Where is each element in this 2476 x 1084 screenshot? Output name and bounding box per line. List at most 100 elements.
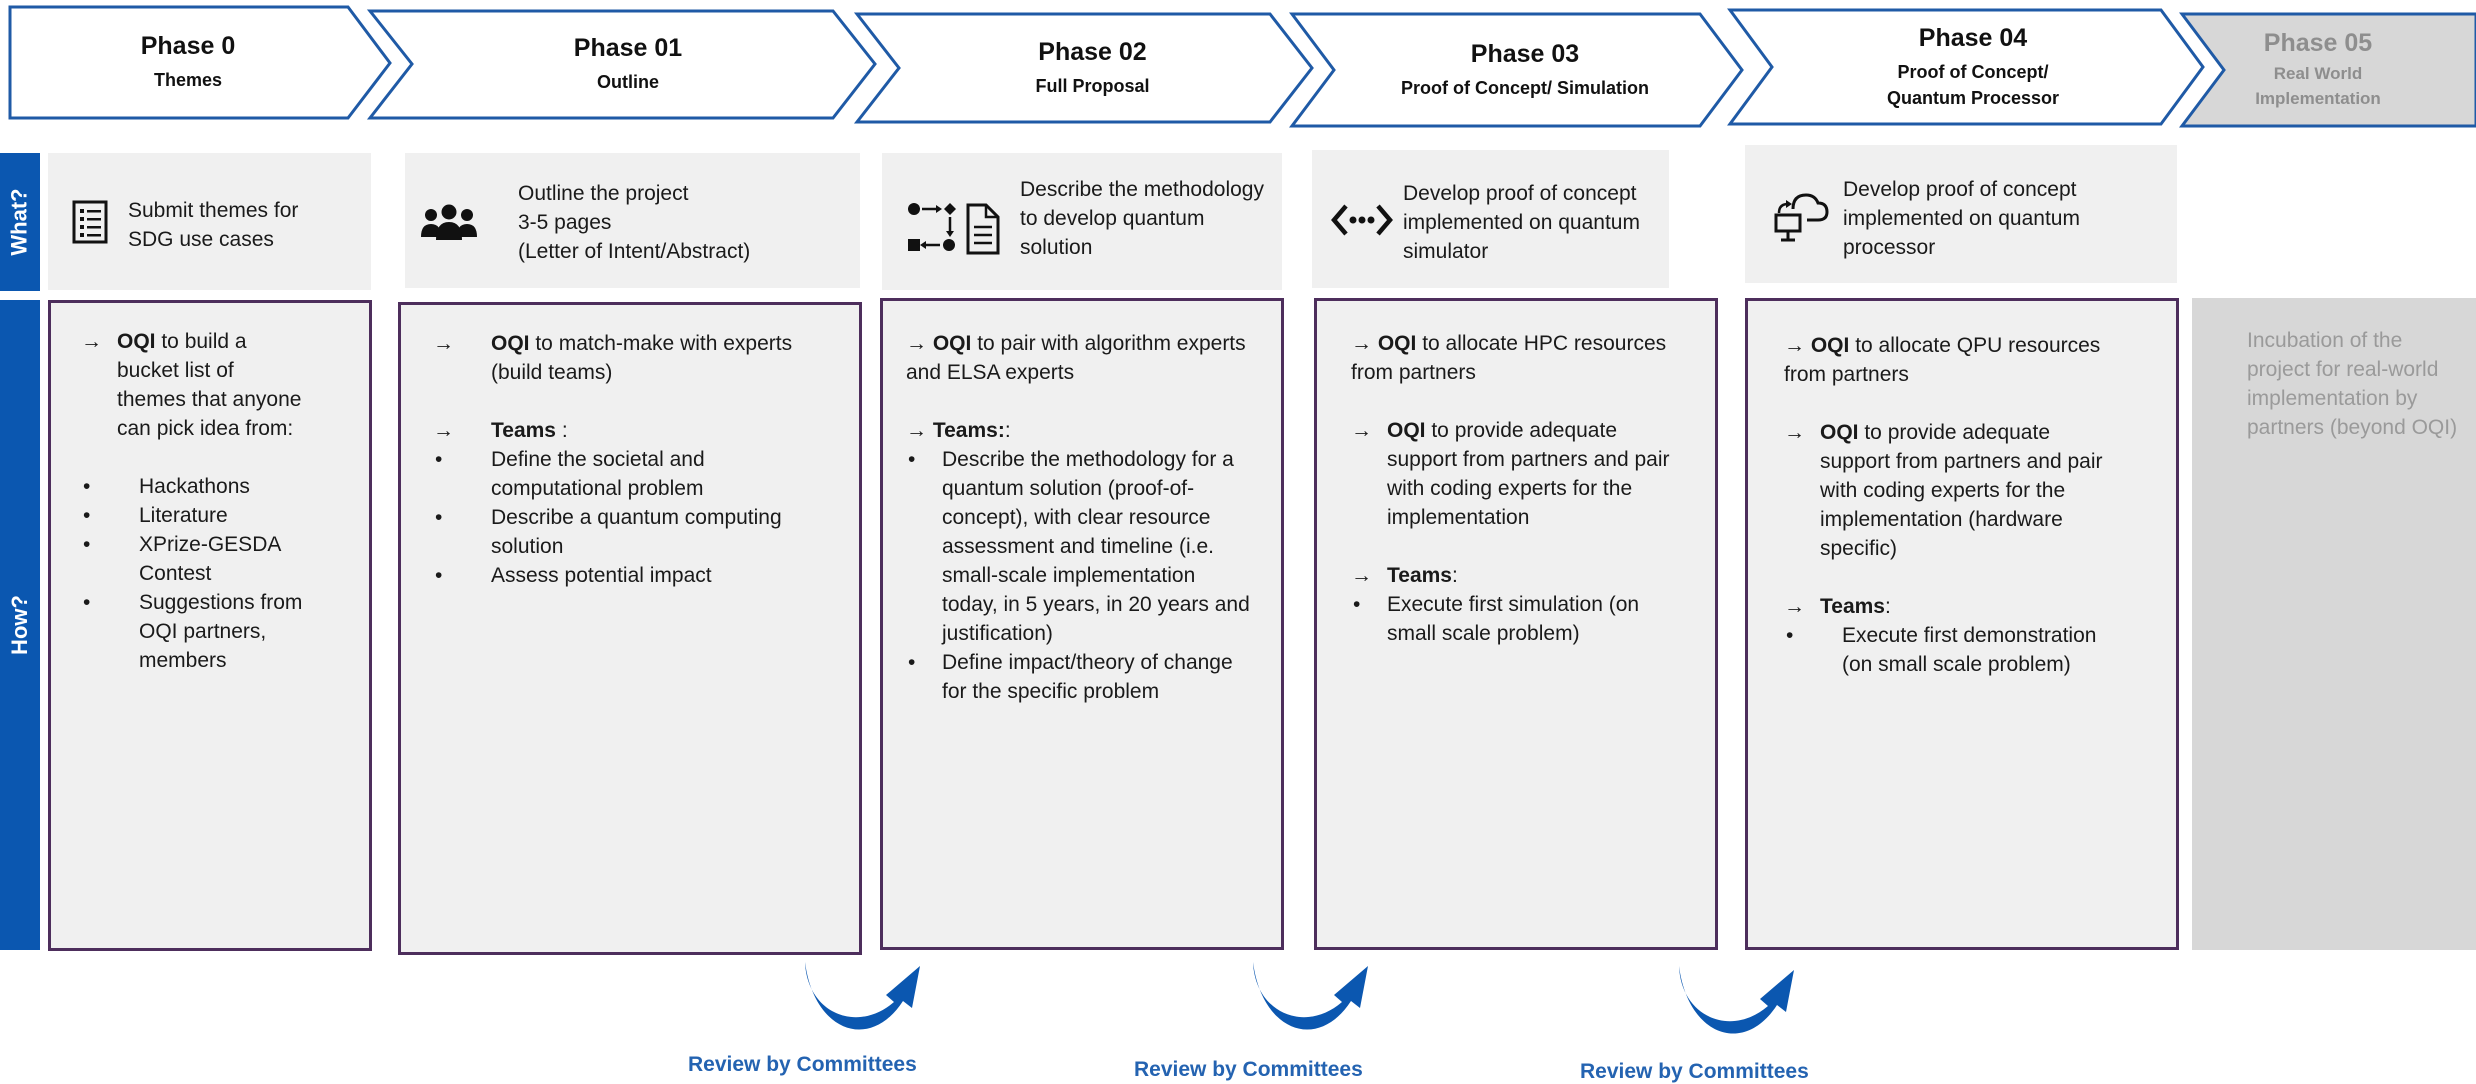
oqi-label: OQI [1387,419,1426,442]
bullet-icon: • [83,591,91,614]
phase-03-shape [1289,12,1744,128]
phase-01-subtitle: Outline [597,72,659,93]
list-item: •Define the societal and [433,445,858,474]
arrow-icon: → [906,419,927,442]
oqi-label: OQI [932,332,972,355]
p0-lead-line: →OQI to build a [81,327,371,356]
arrow-icon: → [1784,334,1805,357]
phase-03-title: Phase 03 [1470,39,1580,68]
bullet-icon: • [435,448,443,471]
phase-03-what-box: Develop proof of concept implemented on … [1312,150,1669,288]
teams-label: Teams [491,419,556,442]
people-group-icon [419,203,479,243]
phase-05-chevron: Phase 05 Real World Implementation [2179,12,2476,128]
bullet-icon: • [83,533,91,556]
phase-04-chevron: Phase 04 Proof of Concept/ Quantum Proce… [1727,8,2206,126]
phase-03-how-box: → OQI to allocate HPC resources from par… [1314,298,1718,950]
phase-0-how-box: →OQI to build a bucket list of themes th… [48,300,372,951]
what-label-text: What? [7,188,33,256]
p4-support-line: →OQI to provide adequate [1784,418,2179,447]
algorithm-document-icon [906,198,1006,258]
phase-0-title: Phase 0 [140,32,236,61]
phase-02-subtitle: Full Proposal [1035,75,1150,96]
p3-support-line: →OQI to provide adequate [1351,416,1719,445]
phase-02-what-box: Describe the methodology to develop quan… [882,153,1282,290]
arrow-icon: → [906,332,927,355]
how-label-text: How? [7,595,33,655]
p2-teams-line: → Teams:: [906,419,1011,442]
bullet-icon: • [908,651,916,674]
list-item: •Define impact/theory of change [906,648,1284,677]
bullet-icon: • [435,506,443,529]
arrow-icon: → [1784,595,1805,618]
phase-04-title: Phase 04 [1918,23,2028,52]
arrow-icon: → [81,330,102,353]
oqi-label: OQI [1810,334,1850,357]
p4-qpu-line: → OQI to allocate QPU resources [1784,334,2101,357]
phase-05-subtitle: Real World Implementation [2255,64,2381,108]
phase-02-shape [853,12,1314,124]
teams-label: Teams [1387,564,1452,587]
p4-teams-line: →Teams: [1784,592,2179,621]
arrow-icon: → [1351,419,1372,442]
phase-01-what-text: Outline the project 3-5 pages (Letter of… [518,182,751,263]
list-item: •Describe the methodology for a [906,445,1284,474]
phase-01-chevron: Phase 01 Outline [366,9,878,120]
list-item: •Execute first demonstration [1784,621,2179,650]
arrow-icon: → [433,419,454,442]
p3-hpc-line: → OQI to allocate HPC resources [1351,332,1667,355]
oqi-label: OQI [117,330,156,353]
phase-02-what-text: Describe the methodology to develop quan… [1020,178,1264,259]
phase-02-how-box: → OQI to pair with algorithm experts and… [880,298,1284,950]
phase-01-what-box: Outline the project 3-5 pages (Letter of… [405,153,860,288]
review-label: Review by Committees [1580,1060,1809,1083]
code-brackets-icon [1330,200,1394,240]
what-row-label: What? [0,153,40,291]
bullet-icon: • [83,475,91,498]
phase-03-chevron: Phase 03 Proof of Concept/ Simulation [1289,12,1745,128]
review-label: Review by Committees [688,1053,917,1076]
teams-label: Teams: [932,419,1005,442]
list-item: •XPrize-GESDA [81,530,371,559]
how-row-label: How? [0,300,40,950]
review-label: Review by Committees [1134,1058,1363,1081]
cloud-computer-icon [1773,187,1829,243]
phase-03-subtitle: Proof of Concept/ Simulation [1401,77,1649,98]
p1-teams-line: →Teams : [433,416,858,445]
phase-02-title: Phase 02 [1038,37,1147,66]
phase-04-what-box: Develop proof of concept implemented on … [1745,145,2177,283]
list-item: •Hackathons [81,472,371,501]
list-item: •Describe a quantum computing [433,503,858,532]
checklist-icon [68,198,112,246]
p3-teams-line: →Teams: [1351,561,1719,590]
phase-01-title: Phase 01 [573,34,683,63]
phase-0-shape [8,5,392,120]
phase-03-what-text: Develop proof of concept implemented on … [1403,182,1640,263]
arrow-icon: → [1351,332,1372,355]
phase-04-what-text: Develop proof of concept implemented on … [1843,178,2080,259]
arrow-icon: → [433,332,454,355]
phase-04-shape [1727,8,2205,126]
list-item: •Suggestions from [81,588,371,617]
bullet-icon: • [83,504,91,527]
oqi-label: OQI [1377,332,1417,355]
bullet-icon: • [1786,624,1794,647]
oqi-label: OQI [1820,421,1859,444]
review-curved-arrow-icon [1676,962,1800,1052]
review-curved-arrow-icon [1250,958,1374,1048]
phase-04-subtitle: Proof of Concept/ Quantum Processor [1886,61,2060,108]
teams-label: Teams [1820,595,1885,618]
p1-oqi-line: →OQI to match-make with experts [433,329,858,358]
list-item: •Literature [81,501,371,530]
phase-02-chevron: Phase 02 Full Proposal [853,12,1315,124]
arrow-icon: → [1351,564,1372,587]
phase-0-subtitle: Themes [153,70,223,91]
phase-05-shape [2179,12,2476,128]
list-item: •Execute first simulation (on [1351,590,1719,619]
review-curved-arrow-icon [802,958,926,1048]
phase-04-how-box: → OQI to allocate QPU resources from par… [1745,298,2179,950]
phase-05-how-box: Incubation of the project for real-world… [2192,298,2476,950]
p2-oqi-line: → OQI to pair with algorithm experts [906,332,1246,355]
phase-0-what-box: Submit themes for SDG use cases [48,153,371,290]
